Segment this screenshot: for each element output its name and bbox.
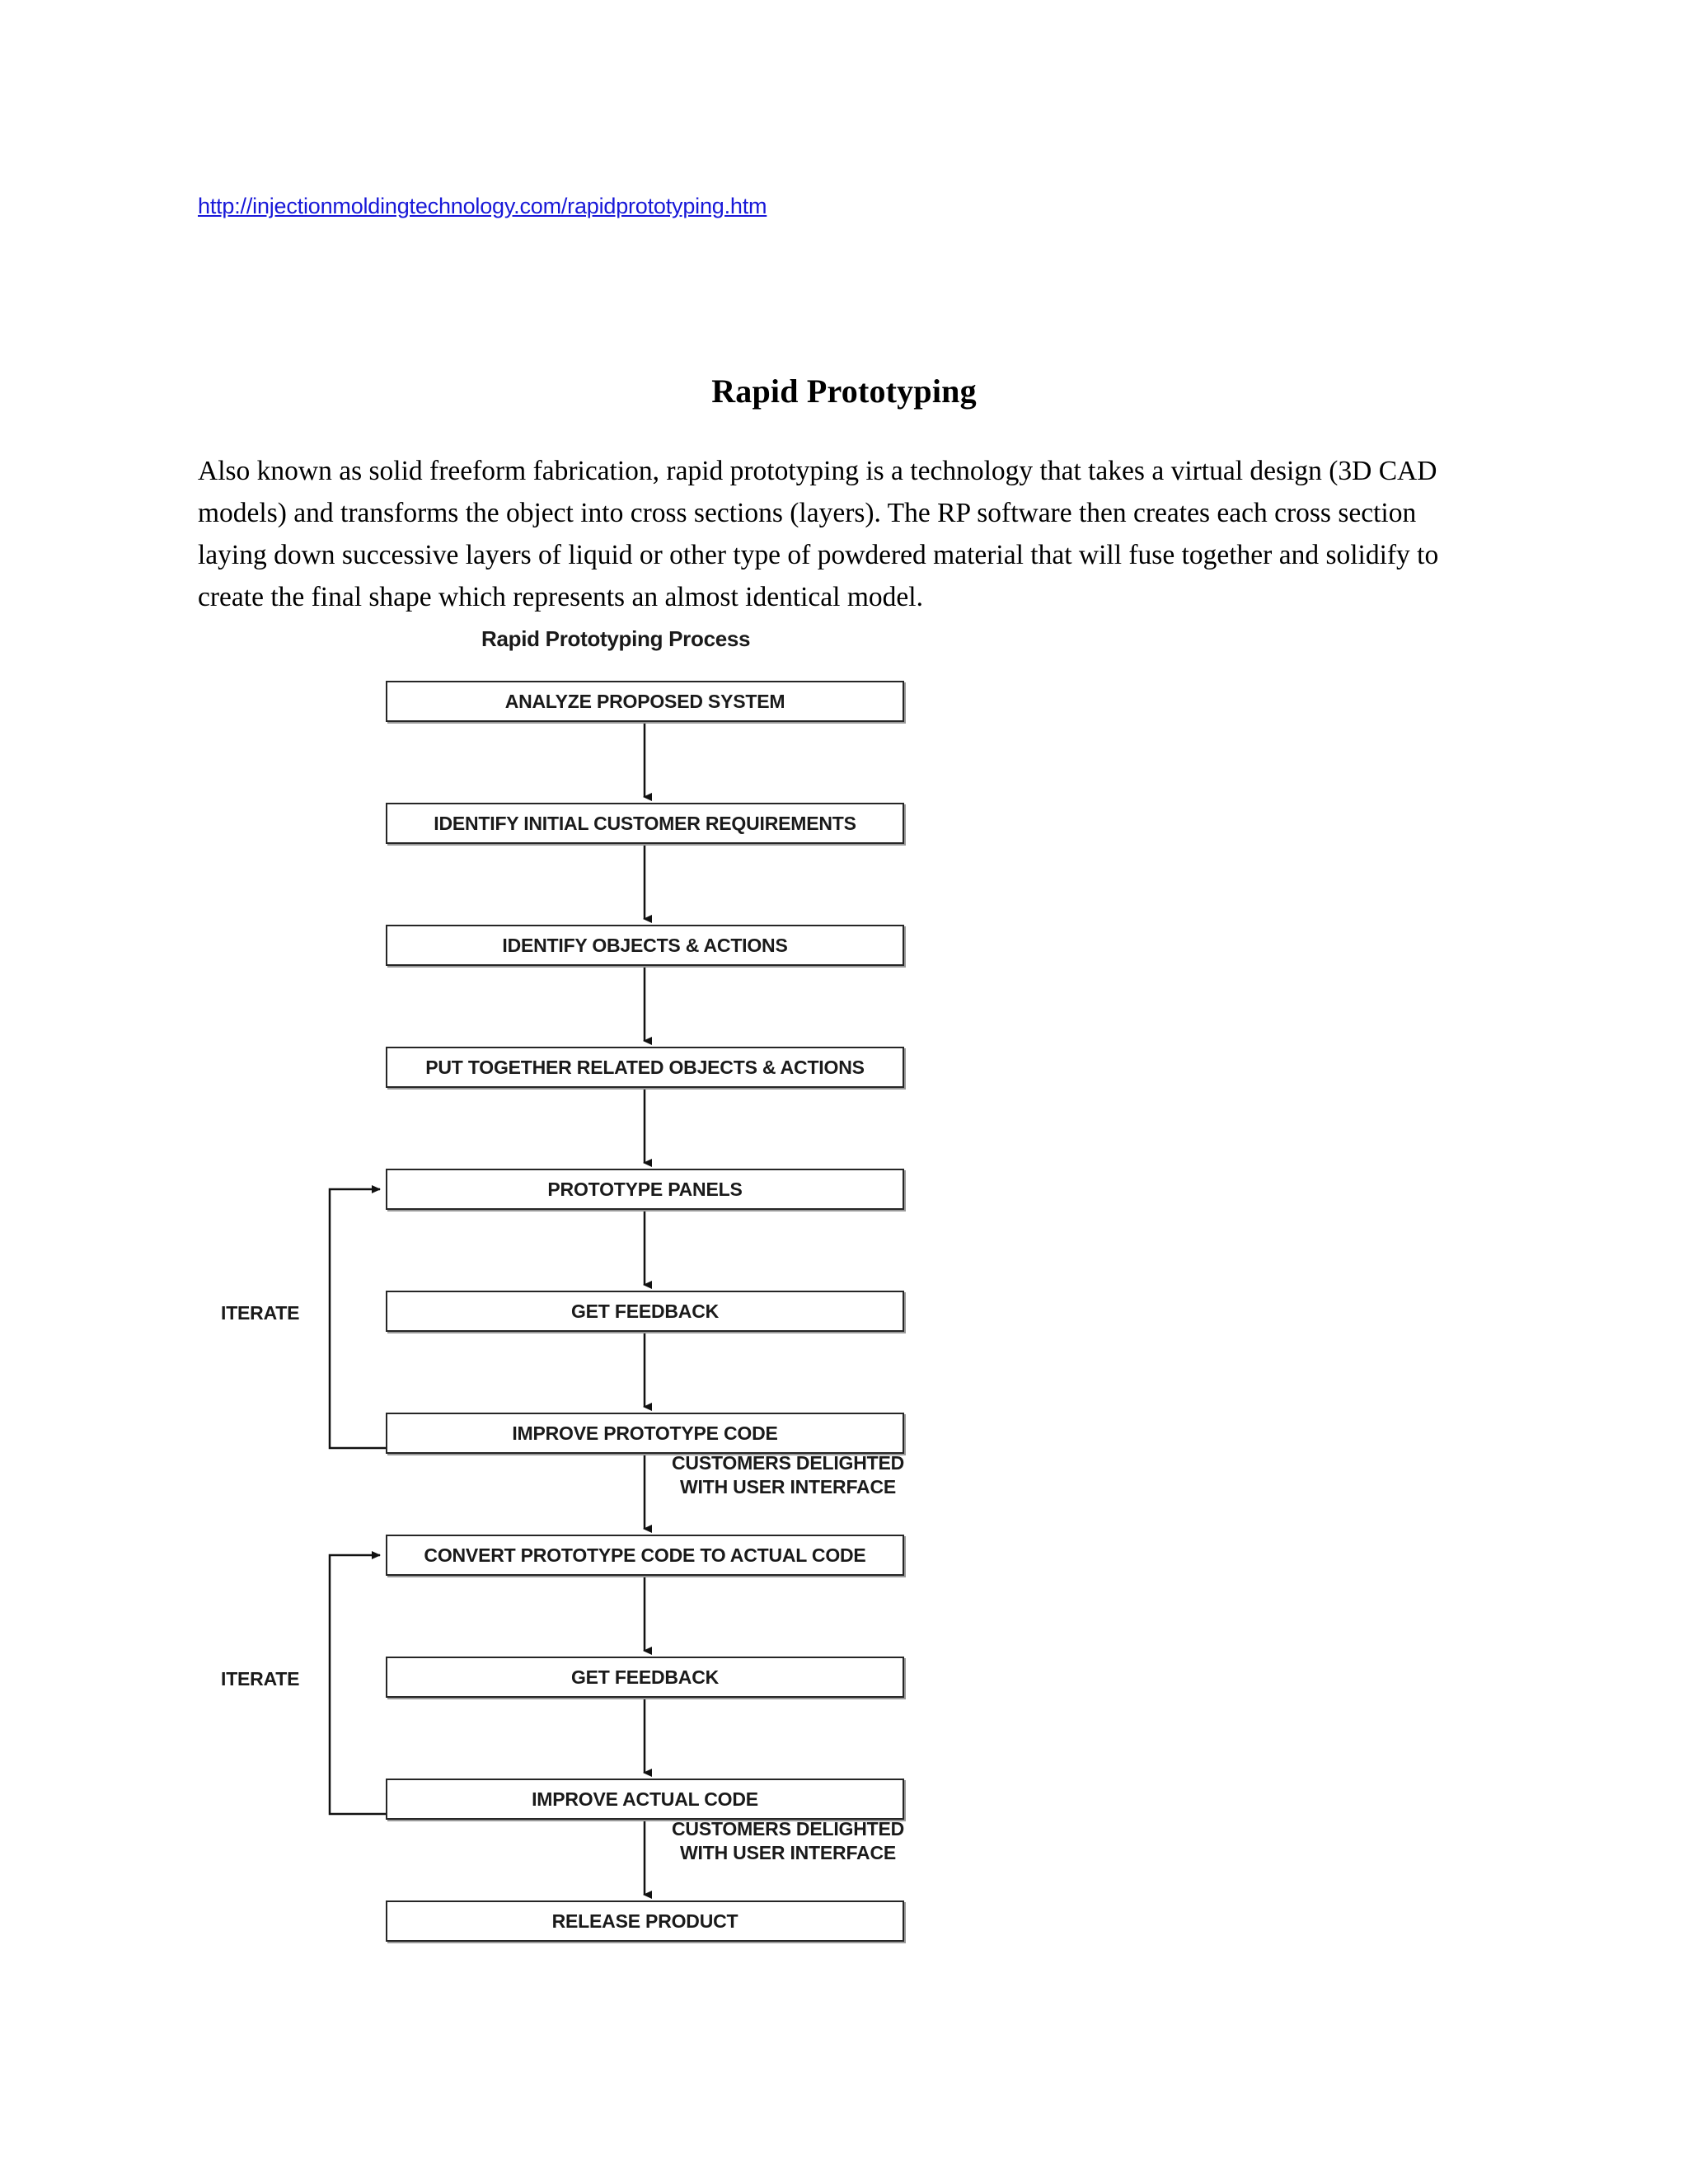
- intro-paragraph: Also known as solid freeform fabrication…: [198, 455, 1439, 612]
- flowchart-title: Rapid Prototyping Process: [481, 626, 751, 651]
- flow-box[interactable]: IDENTIFY OBJECTS & ACTIONS: [386, 925, 904, 966]
- flow-box-label: GET FEEDBACK: [570, 1666, 720, 1688]
- source-url-link[interactable]: http://injectionmoldingtechnology.com/ra…: [198, 194, 767, 218]
- flow-box-label: PUT TOGETHER RELATED OBJECTS & ACTIONS: [425, 1056, 865, 1078]
- flow-box[interactable]: ANALYZE PROPOSED SYSTEM: [386, 681, 904, 722]
- flow-box-label: ANALYZE PROPOSED SYSTEM: [504, 690, 785, 712]
- flow-annotation: CUSTOMERS DELIGHTED WITH USER INTERFACE: [672, 1451, 904, 1499]
- flow-box[interactable]: GET FEEDBACK: [386, 1657, 904, 1698]
- flow-box[interactable]: IDENTIFY INITIAL CUSTOMER REQUIREMENTS: [386, 803, 904, 844]
- flow-annotation: CUSTOMERS DELIGHTED WITH USER INTERFACE: [672, 1817, 904, 1865]
- flow-annotation-line: CUSTOMERS DELIGHTED: [672, 1452, 905, 1474]
- flow-annotation-line: WITH USER INTERFACE: [680, 1476, 896, 1497]
- flow-box-label: IDENTIFY OBJECTS & ACTIONS: [502, 934, 788, 956]
- flow-box[interactable]: IMPROVE PROTOTYPE CODE: [386, 1413, 904, 1454]
- flow-annotation-line: WITH USER INTERFACE: [680, 1842, 896, 1863]
- iterate-label: ITERATE: [221, 1302, 300, 1324]
- flowchart-connectors: [328, 722, 652, 1899]
- flow-box-label: GET FEEDBACK: [570, 1300, 720, 1322]
- iterate-label: ITERATE: [221, 1668, 300, 1690]
- flow-box-label: IMPROVE ACTUAL CODE: [532, 1788, 758, 1810]
- page-title: Rapid Prototyping: [711, 372, 977, 410]
- flow-box-label: CONVERT PROTOTYPE CODE TO ACTUAL CODE: [424, 1544, 866, 1566]
- flow-box-label: RELEASE PRODUCT: [551, 1910, 738, 1932]
- rapid-prototyping-flowchart: Rapid Prototyping Process: [0, 614, 1688, 1949]
- flow-box[interactable]: GET FEEDBACK: [386, 1291, 904, 1332]
- flow-box[interactable]: CONVERT PROTOTYPE CODE TO ACTUAL CODE: [386, 1535, 904, 1576]
- flow-box[interactable]: RELEASE PRODUCT: [386, 1900, 904, 1942]
- flow-box[interactable]: PUT TOGETHER RELATED OBJECTS & ACTIONS: [386, 1047, 904, 1088]
- flow-box-label: PROTOTYPE PANELS: [547, 1178, 743, 1200]
- flow-box-label: IDENTIFY INITIAL CUSTOMER REQUIREMENTS: [434, 812, 856, 834]
- flow-box-label: IMPROVE PROTOTYPE CODE: [512, 1422, 778, 1444]
- flow-box[interactable]: PROTOTYPE PANELS: [386, 1169, 904, 1210]
- flow-box[interactable]: IMPROVE ACTUAL CODE: [386, 1779, 904, 1820]
- flow-annotation-line: CUSTOMERS DELIGHTED: [672, 1818, 905, 1840]
